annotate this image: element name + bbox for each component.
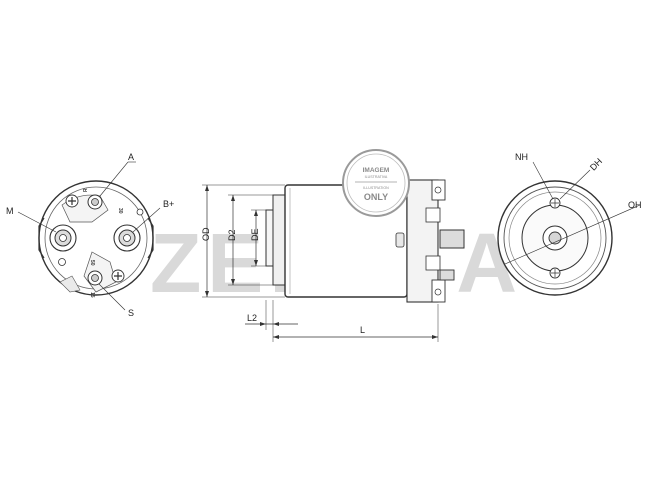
terminal-stud (439, 229, 465, 249)
callout-a: A (128, 152, 134, 162)
badge-line1: IMAGEM (363, 167, 390, 174)
badge-ring (342, 149, 410, 217)
side-screw-left (58, 258, 66, 266)
pilot-flange (265, 209, 274, 267)
leader-dh (559, 169, 591, 200)
callout-s: S (128, 308, 134, 318)
mounting-flange (272, 194, 286, 286)
screw-bottom (111, 269, 125, 283)
leader-m (17, 211, 57, 233)
badge-line4: ONLY (364, 192, 388, 202)
terminal-a (87, 194, 103, 210)
leader-nh (532, 161, 554, 200)
left-end-view: R 30 50 15 A M B+ S (6, 152, 174, 318)
dim-de: DE (250, 228, 260, 241)
mounting-hole-bottom (549, 267, 561, 279)
badge-line2: ILUSTRATIVA (365, 175, 388, 179)
dim-od: OD (201, 227, 211, 241)
illustrative-image-badge: IMAGEM ILUSTRATIVA ILLUSTRATION ONLY (342, 149, 410, 217)
mark-30: 30 (117, 208, 123, 214)
callout-b-plus: B+ (163, 199, 174, 209)
terminal-nut (439, 269, 455, 281)
right-ear (147, 217, 154, 259)
mark-r: R (83, 188, 89, 192)
callout-oh: OH (628, 200, 642, 210)
leader-a (99, 161, 129, 197)
leader-b-plus (132, 207, 161, 233)
dim-l: L (360, 325, 365, 335)
cap-rib (59, 275, 81, 293)
side-screw-right (136, 208, 144, 216)
callout-nh: NH (515, 152, 528, 162)
cap-screw-top (425, 207, 441, 223)
callout-dh: DH (588, 156, 604, 172)
mark-15: 15 (89, 292, 95, 298)
dim-oh-line (504, 204, 641, 265)
dim-l2: L2 (247, 313, 257, 323)
callout-m: M (6, 206, 14, 216)
leader-s (98, 283, 126, 311)
cap-screw-bottom (425, 255, 441, 271)
badge-line3: ILLUSTRATION (363, 186, 389, 190)
left-ear (38, 217, 45, 259)
body-clamp (395, 232, 405, 248)
screw-top (65, 194, 79, 208)
right-end-view: NH DH OH (497, 152, 642, 296)
terminal-m (49, 224, 77, 252)
terminal-b-plus (113, 224, 141, 252)
mark-50: 50 (89, 260, 95, 266)
mounting-hole-top (549, 197, 561, 209)
terminal-s (87, 270, 103, 286)
dim-d2: D2 (227, 229, 237, 241)
